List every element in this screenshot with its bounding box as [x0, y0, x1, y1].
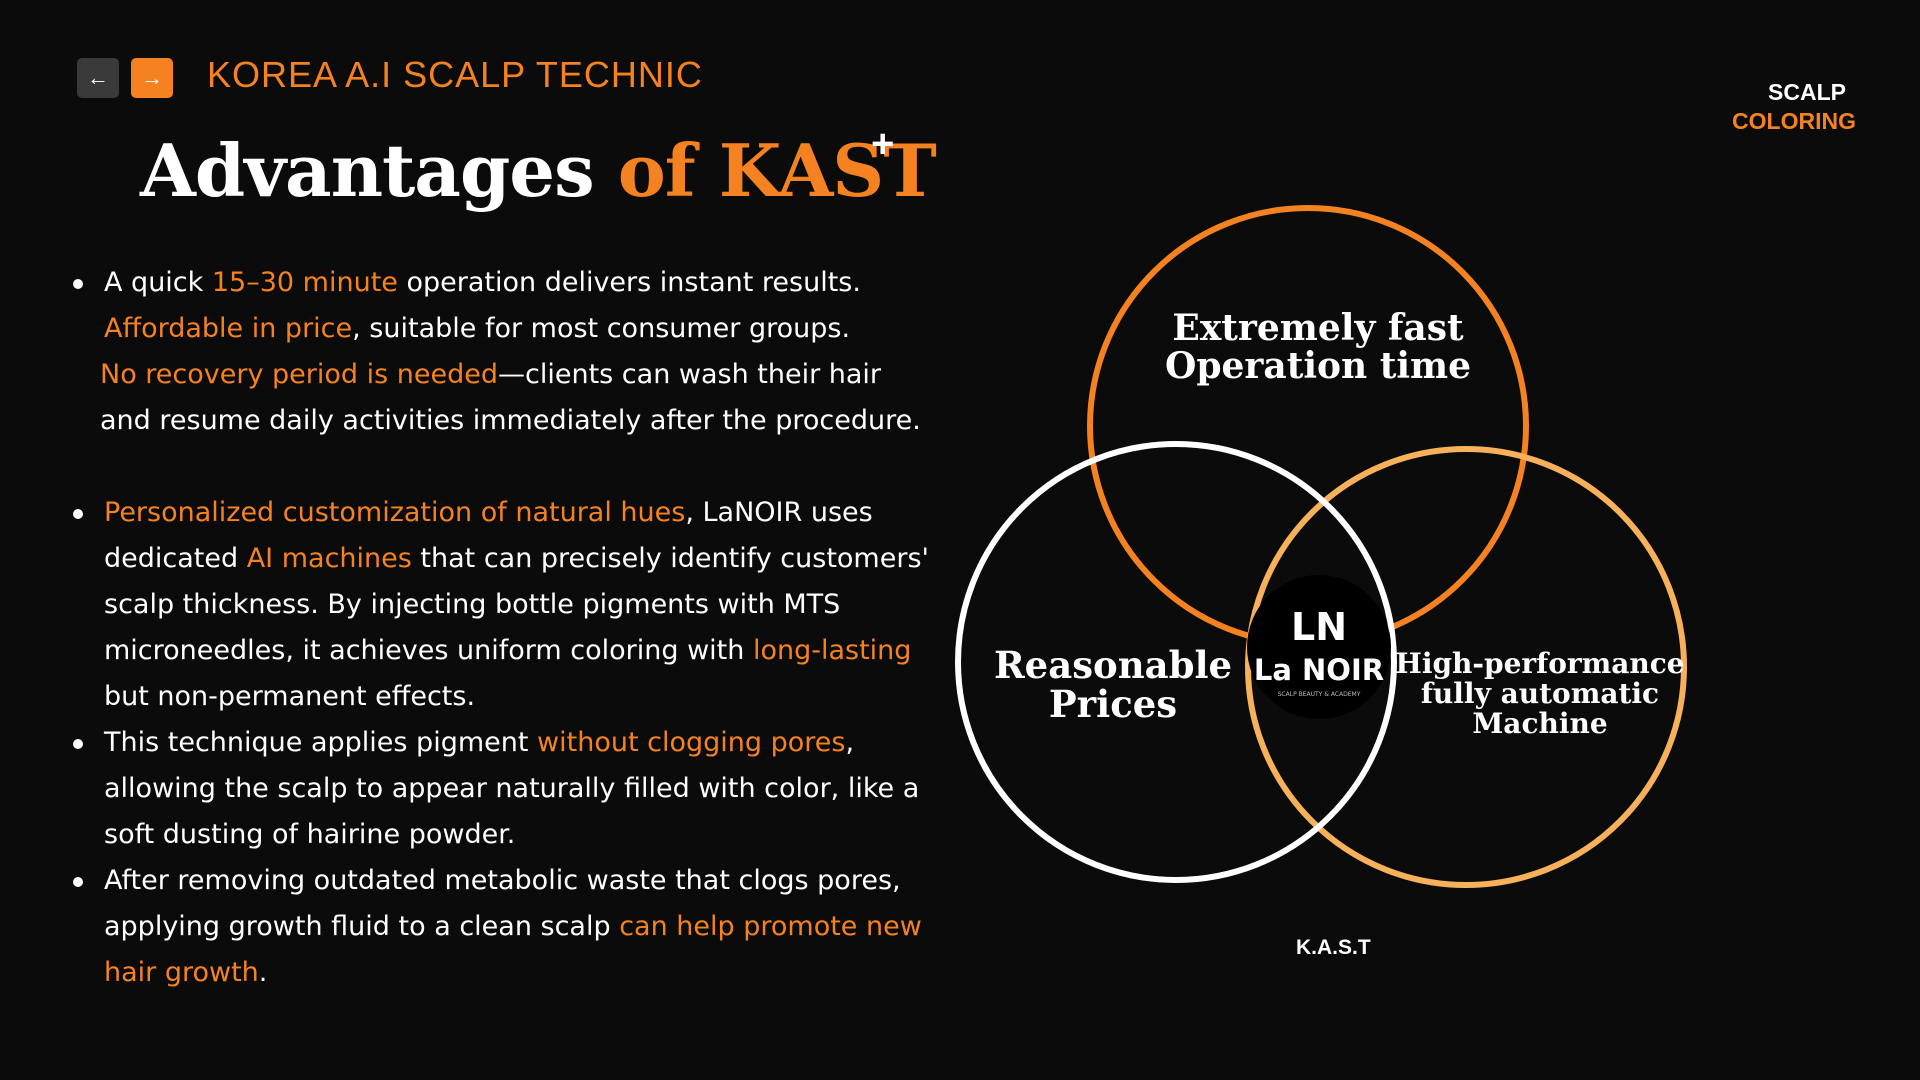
logo-badge — [1247, 575, 1391, 719]
bullet-line: A quick 15–30 minute operation delivers … — [70, 260, 960, 306]
footer-label: K.A.S.T — [1296, 936, 1371, 959]
corner-tag-line2: COLORING — [1732, 108, 1856, 134]
text-run: and resume daily activities immediately … — [100, 405, 921, 436]
highlight-run: Personalized customization of natural hu… — [104, 497, 686, 528]
text-run: microneedles, it achieves uniform colori… — [104, 635, 753, 666]
highlight-run: long-lasting — [752, 635, 912, 666]
bullet-item: Personalized customization of natural hu… — [70, 490, 960, 720]
venn-label-right-line3: Machine — [1472, 707, 1607, 740]
brand-title: KOREA A.I SCALP TECHNIC — [207, 54, 703, 95]
venn-label-left-line1: Reasonable — [994, 643, 1232, 687]
bullet-line: After removing outdated metabolic waste … — [70, 858, 960, 904]
text-run: applying growth fluid to a clean scalp — [104, 911, 620, 942]
venn-label-top-line2: Operation time — [1165, 345, 1471, 387]
bullet-line: applying growth fluid to a clean scalp c… — [70, 904, 960, 950]
plus-icon: + — [871, 122, 895, 166]
text-run: operation delivers instant results. — [397, 267, 861, 298]
bullet-line: hair growth. — [70, 950, 960, 996]
corner-tag-line1: SCALP — [1768, 79, 1846, 105]
bullet-item: A quick 15–30 minute operation delivers … — [70, 260, 960, 444]
text-run: . — [258, 957, 268, 988]
bullet-line: allowing the scalp to appear naturally f… — [70, 766, 960, 812]
bullet-line: This technique applies pigment without c… — [70, 720, 960, 766]
arrow-right-icon: → — [141, 65, 163, 90]
corner-tag: SCALP COLORING — [1732, 78, 1856, 136]
highlight-run: 15–30 minute — [211, 267, 398, 298]
highlight-run: can help promote new — [619, 911, 922, 942]
page-title: Advantages of KAST — [140, 128, 937, 213]
text-run: , LaNOIR uses — [685, 497, 873, 528]
venn-label-top-line1: Extremely fast — [1172, 307, 1464, 349]
text-run: This technique applies pigment — [104, 727, 538, 758]
venn-circle-left — [955, 441, 1397, 883]
text-run: , suitable for most consumer groups. — [352, 313, 851, 344]
text-run: but non-permanent effects. — [104, 681, 476, 712]
venn-label-left-line2: Prices — [1049, 682, 1177, 726]
text-run: , — [845, 727, 855, 758]
lanoir-logo: LN La NOIR SCALP BEAUTY & ACADEMY — [1247, 575, 1391, 719]
text-run: A quick — [104, 267, 212, 298]
bullet-item: After removing outdated metabolic waste … — [70, 858, 960, 996]
text-run: dedicated — [104, 543, 247, 574]
text-run: —clients can wash their hair — [498, 359, 882, 390]
highlight-run: Affordable in price — [104, 313, 353, 344]
forward-arrow-button[interactable]: → — [131, 58, 173, 98]
text-run: scalp thickness. By injecting bottle pig… — [104, 589, 841, 620]
venn-label-right-line1: High-performance — [1395, 647, 1684, 680]
bullet-line: Personalized customization of natural hu… — [70, 490, 960, 536]
highlight-run: hair growth — [104, 957, 259, 988]
page-title-white: Advantages — [140, 128, 618, 213]
bullet-line: scalp thickness. By injecting bottle pig… — [70, 582, 960, 628]
text-run: that can precisely identify customers' — [411, 543, 929, 574]
bullet-line: and resume daily activities immediately … — [70, 398, 960, 444]
venn-label-right-line2: fully automatic — [1421, 677, 1659, 710]
bullet-line: No recovery period is needed—clients can… — [70, 352, 960, 398]
text-run: After removing outdated metabolic waste … — [104, 865, 901, 896]
logo-name: La NOIR — [1254, 653, 1384, 687]
bullet-line: soft dusting of hairine powder. — [70, 812, 960, 858]
bullet-line: dedicated AI machines that can precisely… — [70, 536, 960, 582]
highlight-run: No recovery period is needed — [100, 359, 498, 390]
text-run: soft dusting of hairine powder. — [104, 819, 516, 850]
logo-initials: LN — [1291, 605, 1347, 649]
logo-subtitle: SCALP BEAUTY & ACADEMY — [1278, 691, 1361, 698]
bullet-line: Affordable in price, suitable for most c… — [70, 306, 960, 352]
bullet-item: This technique applies pigment without c… — [70, 720, 960, 858]
venn-circle-right — [1245, 446, 1687, 888]
highlight-run: without clogging pores — [537, 727, 846, 758]
back-arrow-button[interactable]: ← — [77, 58, 119, 98]
highlight-run: AI machines — [246, 543, 412, 574]
page-title-accent: of KAST — [617, 128, 937, 213]
bullet-line: but non-permanent effects. — [70, 674, 960, 720]
text-run: allowing the scalp to appear naturally f… — [104, 773, 920, 804]
arrow-left-icon: ← — [87, 65, 109, 90]
bullet-line: microneedles, it achieves uniform colori… — [70, 628, 960, 674]
